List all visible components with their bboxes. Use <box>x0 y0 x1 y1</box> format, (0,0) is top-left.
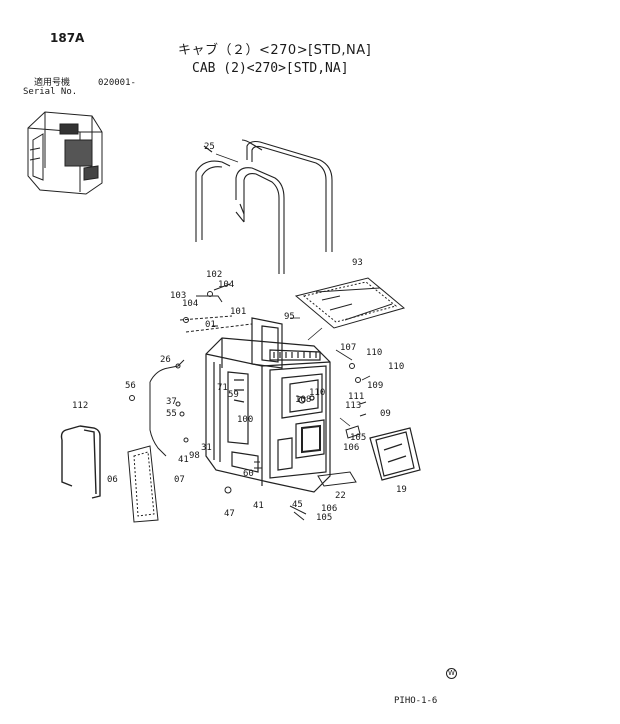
callout-104-top: 104 <box>218 280 235 290</box>
callout-41-left: 41 <box>178 455 189 465</box>
callout-110-a: 110 <box>366 348 383 358</box>
callout-09: 09 <box>380 409 391 419</box>
roof-panel-93 <box>294 277 406 329</box>
callout-01: 01 <box>205 320 216 330</box>
callout-105: 105 <box>350 433 367 443</box>
callout-25: 25 <box>204 142 215 152</box>
w-symbol: W <box>446 668 457 679</box>
cab-thumbnail <box>27 111 103 195</box>
hinge-parts <box>179 283 253 333</box>
side-window-19 <box>369 427 421 481</box>
page-code: PIHO-1-6 <box>394 696 438 706</box>
page-id: 187A <box>50 31 85 45</box>
callout-95: 95 <box>284 312 295 322</box>
callout-108: 108 <box>295 395 312 405</box>
callout-105-bottom: 105 <box>316 513 333 523</box>
callout-47: 47 <box>224 509 235 519</box>
callout-71: 71 <box>217 383 228 393</box>
callout-107: 107 <box>340 343 357 353</box>
callout-60: 60 <box>243 469 254 479</box>
fasteners <box>129 363 367 521</box>
callout-06: 06 <box>107 475 118 485</box>
callout-110-c: 110 <box>309 388 326 398</box>
callout-22: 22 <box>335 491 346 501</box>
callout-55: 55 <box>166 409 177 419</box>
callout-106: 106 <box>343 443 360 453</box>
callout-26: 26 <box>160 355 171 365</box>
cab-frame-01 <box>205 317 331 493</box>
serial-label-english: Serial No. <box>23 87 78 97</box>
floor-plate-22 <box>317 471 357 487</box>
callout-111: 111 <box>348 392 365 402</box>
callout-104: 104 <box>182 299 199 309</box>
callout-102: 102 <box>206 270 223 280</box>
callout-45: 45 <box>292 500 303 510</box>
callout-110-b: 110 <box>388 362 405 372</box>
callout-19: 19 <box>396 485 407 495</box>
callout-93: 93 <box>352 258 363 268</box>
serial-number-value: 020001- <box>98 78 136 88</box>
door-seal-112 <box>60 425 101 499</box>
callout-101: 101 <box>230 307 247 317</box>
callout-56: 56 <box>125 381 136 391</box>
page-title-japanese: キャブ（２）<270>[STD,NA] <box>178 43 372 58</box>
callout-100: 100 <box>237 415 254 425</box>
callout-112: 112 <box>72 401 89 411</box>
callout-98: 98 <box>189 451 200 461</box>
callout-37: 37 <box>166 397 177 407</box>
callout-109: 109 <box>367 381 384 391</box>
callout-31: 31 <box>201 443 212 453</box>
callout-41-bottom: 41 <box>253 501 264 511</box>
callout-106-bottom: 106 <box>321 504 338 514</box>
frame-rail-25 <box>195 139 333 274</box>
wiring-harness-26 <box>149 359 185 457</box>
leader-lines <box>215 153 371 427</box>
callout-59: 59 <box>228 390 239 400</box>
callout-113: 113 <box>345 401 362 411</box>
page-title-english: CAB (2)<270>[STD,NA] <box>192 61 349 76</box>
serial-label-japanese: 適用号機 <box>34 78 71 88</box>
callout-07: 07 <box>174 475 185 485</box>
callout-103: 103 <box>170 291 187 301</box>
door-glass-06-07 <box>127 445 159 523</box>
